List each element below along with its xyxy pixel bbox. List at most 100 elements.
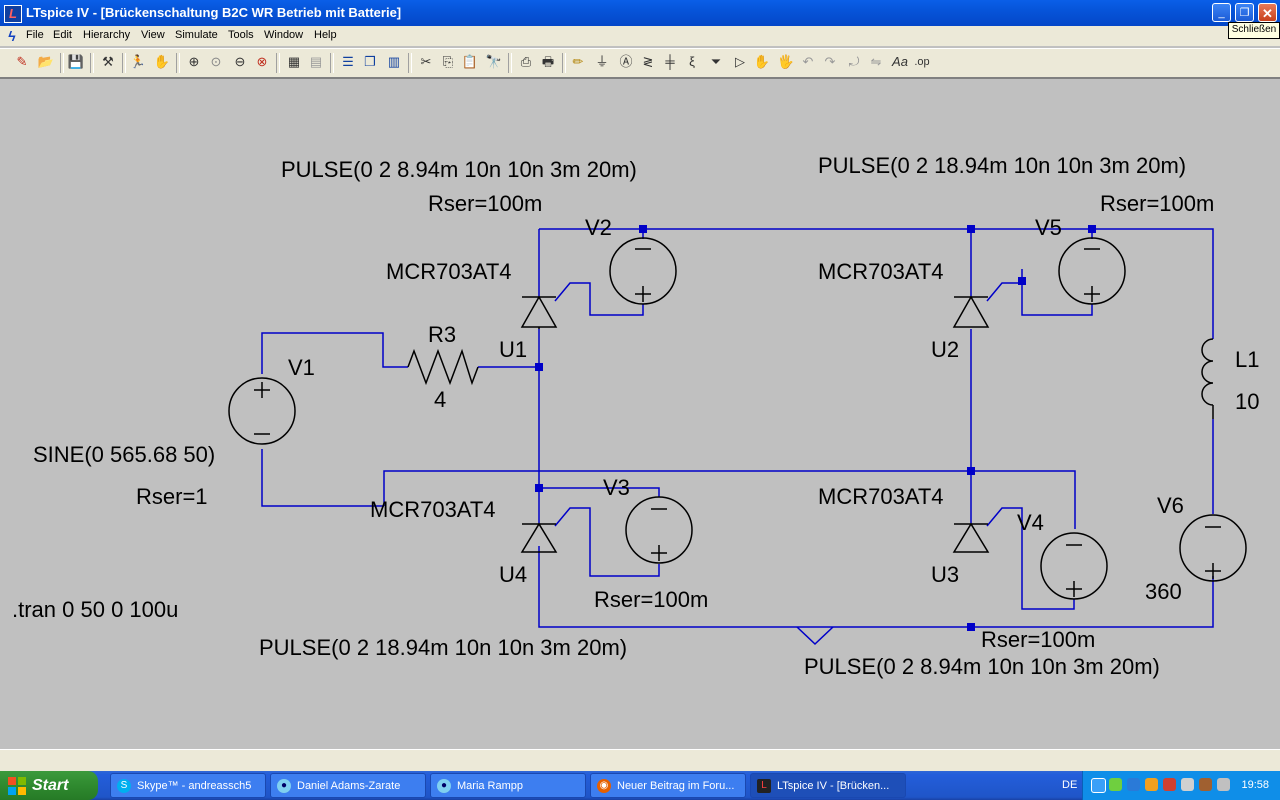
resistor-icon[interactable]: ≷ [642,54,654,69]
menu-simulate[interactable]: Simulate [175,29,218,41]
value-l1[interactable]: 10 [1235,389,1260,414]
menu-window[interactable]: Window [264,29,304,41]
document-icon[interactable]: ϟ [8,28,16,44]
label-v6[interactable]: V6 [1157,493,1184,518]
pulse-label-v4[interactable]: PULSE(0 2 8.94m 10n 10n 3m 20m) [804,654,1160,679]
minimize-button[interactable]: _ [1212,3,1231,22]
capacitor-icon[interactable]: ╪ [665,54,675,69]
run-icon[interactable]: 🏃 [129,54,147,69]
skype-tray-icon[interactable] [1127,778,1140,791]
component-icon[interactable]: ▷ [735,54,745,69]
taskbar-item-ltspice[interactable]: L LTspice IV - [Brücken... [750,773,906,798]
volume-icon[interactable] [1217,778,1230,791]
rser-label-v1[interactable]: Rser=1 [136,484,208,509]
start-button[interactable]: Start [0,771,98,800]
rser-label-v4[interactable]: Rser=100m [981,627,1096,652]
taskbar-item-chat-1[interactable]: ● Daniel Adams-Zarate [270,773,426,798]
add-plot-icon[interactable]: ▤ [309,54,323,69]
redo-icon[interactable]: ↷ [824,54,836,69]
tile-horizontal-icon[interactable]: ☰ [342,54,354,69]
control-panel-icon[interactable]: ⚒ [102,54,114,69]
label-l1[interactable]: L1 [1235,347,1260,372]
sine-label-v1[interactable]: SINE(0 565.68 50) [33,442,216,467]
model-label-u3[interactable]: MCR703AT4 [818,484,944,509]
value-v6[interactable]: 360 [1145,579,1182,604]
label-v4[interactable]: V4 [1017,510,1044,535]
inductor-icon[interactable]: ξ [689,54,695,69]
ltspice-app-icon[interactable]: L [4,5,22,23]
label-v2[interactable]: V2 [585,215,612,240]
print-icon[interactable]: 🖶 [541,54,555,69]
rser-label-v5[interactable]: Rser=100m [1100,191,1215,216]
pulse-label-v5[interactable]: PULSE(0 2 18.94m 10n 10n 3m 20m) [818,153,1187,178]
tran-directive[interactable]: .tran 0 50 0 100u [12,597,179,622]
copy-icon[interactable]: ⎘ [442,54,454,69]
label-v1[interactable]: V1 [288,355,315,380]
menu-view[interactable]: View [141,29,165,41]
undo-icon[interactable]: ↶ [802,54,814,69]
new-schematic-icon[interactable]: ✎ [16,54,28,69]
menu-edit[interactable]: Edit [53,29,72,41]
value-r3[interactable]: 4 [434,387,447,412]
label-net-icon[interactable]: Ⓐ [619,54,633,69]
paste-icon[interactable]: 📋 [461,54,479,69]
menu-file[interactable]: File [26,29,44,41]
update-icon[interactable] [1145,778,1158,791]
taskbar-item-firefox[interactable]: ◉ Neuer Beitrag im Foru... [590,773,746,798]
junction-dot [535,484,543,492]
save-icon[interactable]: 💾 [67,54,85,69]
pan-icon[interactable]: ⊙ [210,54,222,69]
tray-expand-icon[interactable] [1091,778,1106,793]
ground-icon[interactable]: ⏚ [595,54,609,69]
security-icon[interactable] [1163,778,1176,791]
pulse-label-v2[interactable]: PULSE(0 2 8.94m 10n 10n 3m 20m) [281,157,637,182]
find-icon[interactable]: 🔭 [485,54,503,69]
label-v3[interactable]: V3 [603,475,630,500]
zoom-fit-icon[interactable]: ⊗ [256,54,268,69]
draw-wire-icon[interactable]: ✏ [572,54,584,69]
model-label-u1[interactable]: MCR703AT4 [386,259,512,284]
model-label-u4[interactable]: MCR703AT4 [370,497,496,522]
pulse-label-v3[interactable]: PULSE(0 2 18.94m 10n 10n 3m 20m) [259,635,628,660]
open-icon[interactable]: 📂 [37,54,55,69]
spice-directive-icon[interactable]: .op [914,56,930,68]
tile-vertical-icon[interactable]: ▥ [387,54,401,69]
network-icon[interactable] [1109,778,1122,791]
menu-hierarchy[interactable]: Hierarchy [83,29,131,41]
restore-button[interactable]: ❐ [1235,3,1254,22]
zoom-out-icon[interactable]: ⊖ [234,54,246,69]
toolbar-separator [90,53,94,73]
menu-help[interactable]: Help [314,29,337,41]
label-r3[interactable]: R3 [428,322,457,347]
language-indicator[interactable]: DE [1062,779,1078,791]
cascade-icon[interactable]: ❐ [364,54,376,69]
zoom-in-icon[interactable]: ⊕ [188,54,200,69]
schematic-canvas[interactable]: PULSE(0 2 8.94m 10n 10n 3m 20m) Rser=100… [0,77,1280,749]
print-setup-icon[interactable]: ⎙ [520,54,532,69]
app-tray-icon[interactable] [1199,778,1212,791]
autorange-icon[interactable]: ▦ [287,54,301,69]
rotate-icon[interactable]: ⤾ [848,54,860,69]
text-icon[interactable]: Aa [892,54,908,69]
mirror-icon[interactable]: ⇋ [870,54,882,69]
label-u3[interactable]: U3 [931,562,960,587]
close-button[interactable]: ✕ [1258,3,1277,22]
taskbar-item-skype[interactable]: S Skype™ - andreassch5 [110,773,266,798]
device-icon[interactable] [1181,778,1194,791]
taskbar-item-chat-2[interactable]: ● Maria Rampp [430,773,586,798]
rser-label-v3[interactable]: Rser=100m [594,587,709,612]
model-label-u2[interactable]: MCR703AT4 [818,259,944,284]
label-v5[interactable]: V5 [1035,215,1062,240]
halt-icon[interactable]: ✋ [153,54,171,69]
label-u2[interactable]: U2 [931,337,960,362]
cut-icon[interactable]: ✂ [420,54,432,69]
menu-tools[interactable]: Tools [228,29,254,41]
label-u4[interactable]: U4 [499,562,528,587]
rser-label-v2[interactable]: Rser=100m [428,191,543,216]
drag-icon[interactable]: 🖐 [777,54,795,69]
diode-icon[interactable]: ⏷ [710,54,722,69]
move-icon[interactable]: ✋ [753,54,771,69]
label-u1[interactable]: U1 [499,337,528,362]
title-bar[interactable]: L LTspice IV - [Brückenschaltung B2C WR … [0,0,1280,26]
inductor-l1 [1201,338,1214,419]
